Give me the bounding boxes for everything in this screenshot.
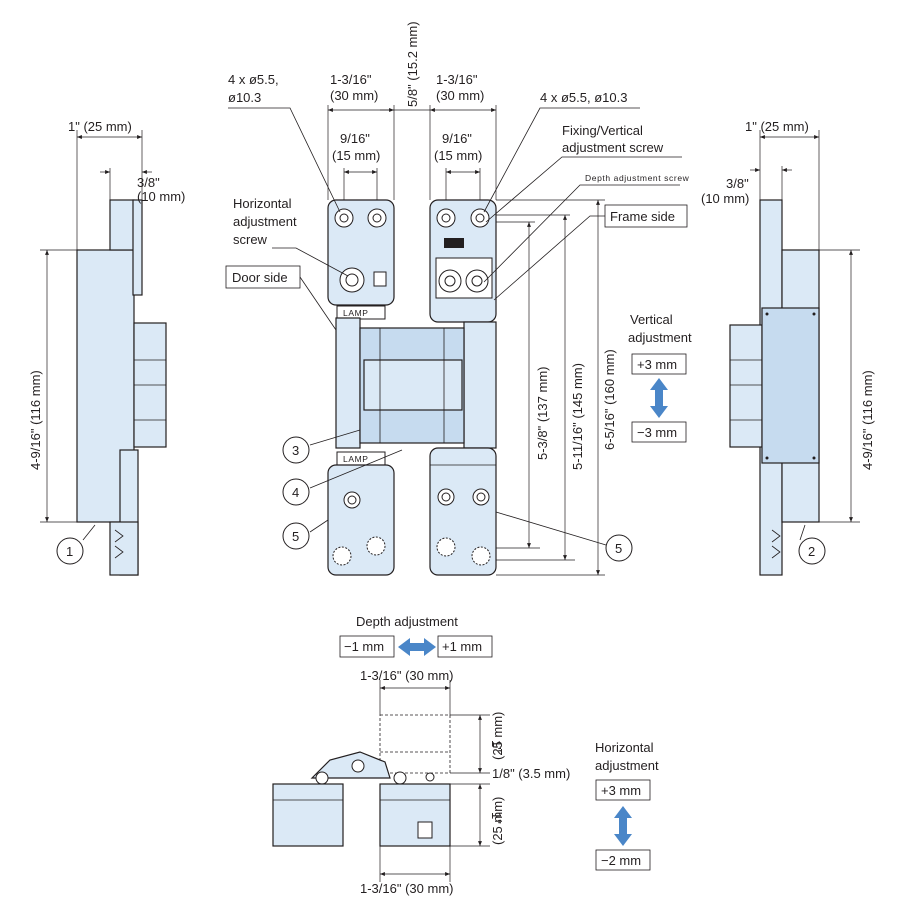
horizontal-adj-plus: +3 mm [601,783,641,798]
top-width-top: 1-3/16" (30 mm) [360,668,453,683]
depth-arrow-icon [398,638,436,656]
fix-screw-1: Fixing/Vertical [562,123,643,138]
top-depth-2: (25 mm) [490,712,505,760]
vertical-adj-label-2: adjustment [628,330,692,345]
horiz-screw-3: screw [233,232,268,247]
depth-screw-label: Depth adjustment screw [585,173,690,183]
depth-adj-plus: +1 mm [442,639,482,654]
holes-right: 4 x ø5.5, ø10.3 [540,90,627,105]
right-side-view: 1" (25 mm) 3/8" (10 mm) 4-9/16" (116 mm)… [701,119,875,576]
left-dim-inner-mm: (10 mm) [137,189,185,204]
horiz-screw-1: Horizontal [233,196,292,211]
callout-2 [798,537,826,565]
horizontal-adj-label-1: Horizontal [595,740,654,755]
vertical-adj-label-1: Vertical [630,312,673,327]
callout-5-left [282,522,310,550]
callout-4 [282,478,310,506]
pitch-right-1: 9/16" [442,131,472,146]
callout-5-right [605,534,633,562]
svg-text:3: 3 [292,443,299,458]
horizontal-arrow-icon [614,806,632,846]
vertical-adj-plus: +3 mm [637,357,677,372]
horizontal-adjustment: Horizontal adjustment +3 mm −2 mm [595,740,659,871]
bottom-depth-1: 1" [489,812,504,824]
left-dim-inner: 3/8" [137,175,160,190]
vertical-adjustment: Vertical adjustment +3 mm −3 mm [628,312,692,443]
depth-adj-minus: −1 mm [344,639,384,654]
horiz-screw-2: adjustment [233,214,297,229]
front-width-right-2: (30 mm) [436,88,484,103]
svg-text:1: 1 [66,544,73,559]
front-gap: 5/8" (15.2 mm) [405,21,420,107]
svg-text:2: 2 [808,544,815,559]
svg-text:5: 5 [615,541,622,556]
holes-left-2: ø10.3 [228,90,261,105]
top-gap: 1/8" (3.5 mm) [492,766,570,781]
svg-text:4: 4 [292,485,299,500]
left-dim-height: 4-9/16" (116 mm) [28,370,43,470]
brand-label-top: LAMP [343,308,369,318]
vertical-arrow-icon [650,378,668,418]
brand-label-bottom: LAMP [343,454,369,464]
pitch-left-2: (15 mm) [332,148,380,163]
height-1: 5-3/8" (137 mm) [535,367,550,460]
right-dim-inner-mm: (10 mm) [701,191,749,206]
frame-leaf-block [379,783,451,847]
right-dim-top: 1" (25 mm) [745,119,809,134]
door-leaf-block [272,783,344,847]
door-side-label: Door side [232,270,288,285]
front-width-right-1: 1-3/16" [436,72,478,87]
height-3: 6-5/16" (160 mm) [602,349,617,450]
top-depth-1: 1" [489,740,504,752]
right-dim-inner: 3/8" [726,176,749,191]
front-view: LAMP LAMP [225,21,690,576]
horizontal-adj-label-2: adjustment [595,758,659,773]
hinge-link [310,751,391,779]
vertical-adj-minus: −3 mm [637,425,677,440]
front-width-left-1: 1-3/16" [330,72,372,87]
frame-side-label: Frame side [610,209,675,224]
right-dim-height: 4-9/16" (116 mm) [860,370,875,470]
pitch-right-2: (15 mm) [434,148,482,163]
height-2: 5-11/16" (145 mm) [570,363,585,470]
top-width-bottom: 1-3/16" (30 mm) [360,881,453,896]
callout-3 [282,436,310,464]
bottom-depth-2: (25 mm) [490,797,505,845]
depth-adj-label: Depth adjustment [356,614,458,629]
horizontal-adj-minus: −2 mm [601,853,641,868]
front-width-left-2: (30 mm) [330,88,378,103]
top-view: 1-3/16" (30 mm) 1" (25 mm) 1/8" (3.5 mm)… [272,668,570,896]
left-dim-top: 1" (25 mm) [68,119,132,134]
pitch-left-1: 9/16" [340,131,370,146]
depth-adjustment: Depth adjustment −1 mm +1 mm [339,614,493,658]
fix-screw-2: adjustment screw [562,140,664,155]
svg-text:5: 5 [292,529,299,544]
callout-1 [56,537,84,565]
left-side-view: 1" (25 mm) 3/8" (10 mm) 4-9/16" (116 mm)… [28,119,185,576]
holes-left-1: 4 x ø5.5, [228,72,279,87]
